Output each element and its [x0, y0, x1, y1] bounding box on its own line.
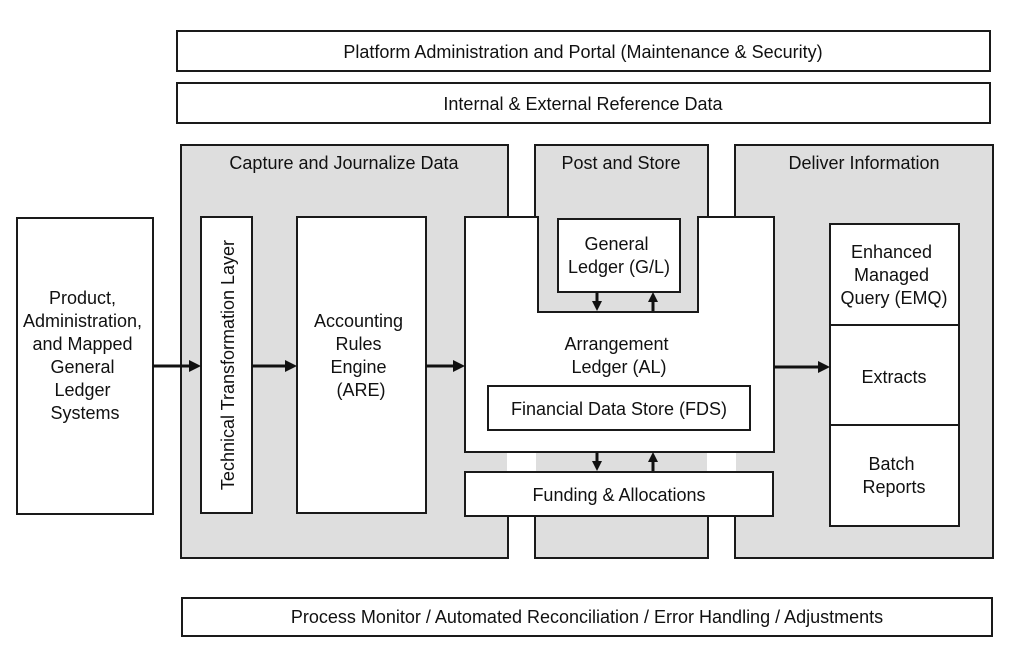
arrangement-ledger-line: Arrangement	[564, 334, 668, 354]
post-store-section-title: Post and Store	[561, 153, 680, 173]
reference-data-bar	[176, 82, 991, 124]
arrangement-ledger-line: Ledger (AL)	[571, 357, 666, 377]
are-line: Rules	[335, 334, 381, 354]
extracts-label: Extracts	[861, 367, 926, 387]
emq-line: Managed	[854, 265, 929, 285]
arrowhead	[818, 361, 830, 373]
batch-reports-line: Reports	[862, 477, 925, 497]
source-systems-line: Systems	[50, 403, 119, 423]
process-monitor-bar	[181, 597, 993, 637]
arrowhead	[648, 292, 658, 302]
deliver-section-title: Deliver Information	[788, 153, 939, 173]
general-ledger-label: General Ledger (G/L)	[568, 234, 670, 277]
platform-admin-bar	[176, 30, 991, 72]
are-box	[296, 216, 427, 514]
fds-label: Financial Data Store (FDS)	[511, 399, 727, 419]
source-systems-line: Product,	[49, 288, 116, 308]
arrowhead	[592, 301, 602, 311]
process-monitor-label: Process Monitor / Automated Reconciliati…	[291, 607, 883, 627]
gap-left	[507, 452, 536, 472]
capture-section-title: Capture and Journalize Data	[229, 153, 459, 173]
arrowhead	[648, 452, 658, 462]
are-label: Accounting Rules Engine (ARE)	[314, 311, 408, 400]
batch-reports-label: Batch Reports	[862, 454, 925, 497]
source-systems-line: Ledger	[54, 380, 110, 400]
ttl-box	[200, 216, 253, 514]
emq-label: Enhanced Managed Query (EMQ)	[840, 242, 947, 308]
general-ledger-box	[557, 218, 681, 293]
are-line: Accounting	[314, 311, 403, 331]
platform-admin-label: Platform Administration and Portal (Main…	[343, 42, 822, 62]
ttl-label: Technical Transformation Layer	[218, 240, 238, 490]
outputs-stack	[829, 223, 960, 527]
emq-line: Enhanced	[851, 242, 932, 262]
source-systems-label: Product, Administration, and Mapped Gene…	[23, 288, 147, 423]
funding-allocations-label: Funding & Allocations	[532, 485, 705, 505]
arrowhead	[189, 360, 201, 372]
source-systems-line: Administration,	[23, 311, 142, 331]
funding-allocations-box	[464, 471, 774, 517]
arrowhead	[592, 461, 602, 471]
arrangement-ledger-label: Arrangement Ledger (AL)	[564, 334, 673, 377]
source-systems-line: General	[50, 357, 114, 377]
gap-right	[707, 452, 736, 472]
arrowhead	[285, 360, 297, 372]
general-ledger-line: General	[584, 234, 648, 254]
reference-data-label: Internal & External Reference Data	[443, 94, 723, 114]
emq-line: Query (EMQ)	[840, 288, 947, 308]
general-ledger-line: Ledger (G/L)	[568, 257, 670, 277]
are-line: Engine	[330, 357, 386, 377]
arrowhead	[453, 360, 465, 372]
are-line: (ARE)	[337, 380, 386, 400]
batch-reports-line: Batch	[868, 454, 914, 474]
fds-box	[487, 385, 751, 431]
source-systems-line: and Mapped	[32, 334, 132, 354]
source-systems-box	[16, 217, 154, 515]
